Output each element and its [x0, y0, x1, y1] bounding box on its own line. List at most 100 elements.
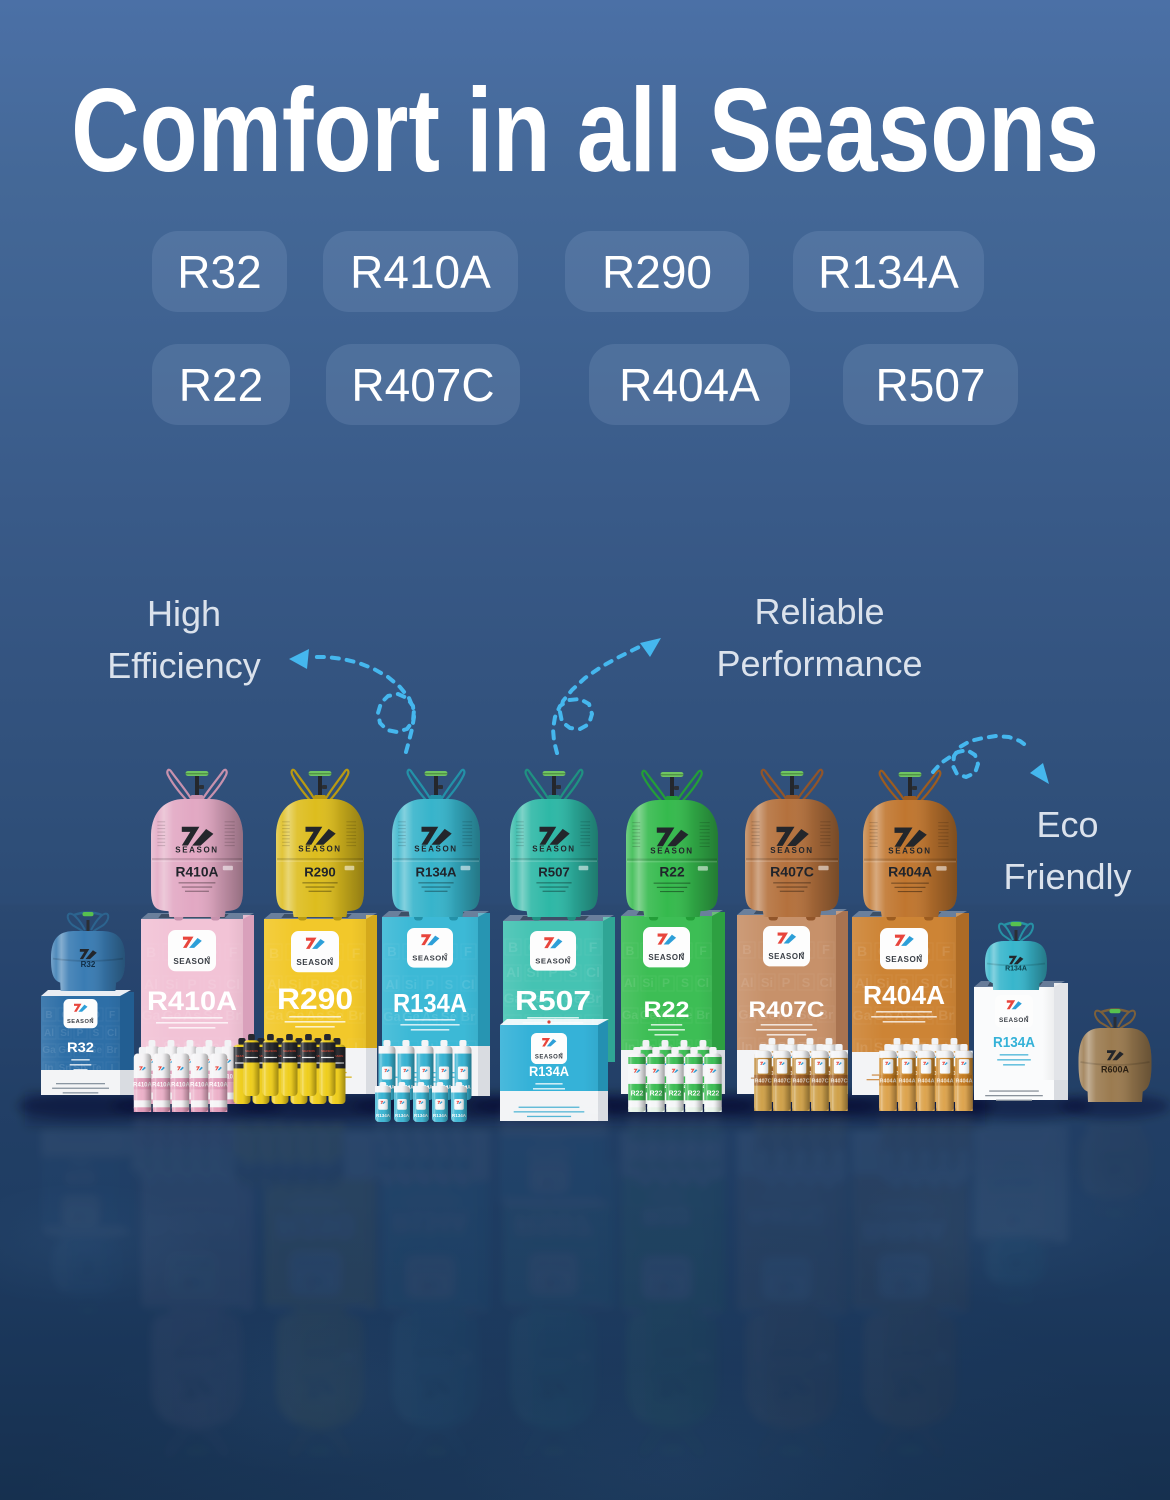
svg-text:Ge: Ge [524, 990, 543, 1006]
svg-text:P: P [548, 964, 557, 980]
svg-text:Cl: Cl [697, 976, 709, 990]
svg-text:Ga: Ga [383, 1009, 401, 1024]
svg-text:R410A: R410A [176, 864, 219, 879]
svg-text:SEASON: SEASON [67, 1019, 94, 1025]
svg-text:F: F [229, 944, 238, 960]
svg-text:Br: Br [461, 1009, 475, 1024]
svg-text:SEASON: SEASON [535, 1054, 563, 1060]
svg-text:S: S [93, 1028, 100, 1039]
svg-text:R134A: R134A [529, 1063, 569, 1079]
svg-text:R290: R290 [304, 864, 336, 879]
svg-text:Si: Si [761, 975, 773, 990]
svg-text:SEASON: SEASON [999, 1017, 1029, 1024]
svg-text:P: P [310, 976, 319, 992]
svg-text:Si: Si [876, 975, 889, 991]
svg-text:S: S [207, 976, 216, 992]
svg-text:Ge: Ge [58, 1045, 72, 1056]
svg-text:In: In [45, 1063, 54, 1074]
svg-text:F: F [464, 944, 472, 959]
svg-text:Si: Si [165, 976, 178, 992]
svg-text:As: As [306, 1007, 324, 1023]
svg-text:Ga: Ga [265, 1007, 284, 1023]
svg-text:Ga: Ga [142, 1007, 161, 1023]
svg-text:SEASON: SEASON [412, 953, 447, 962]
svg-text:Br: Br [225, 1007, 241, 1023]
svg-text:Se: Se [678, 1008, 693, 1022]
svg-text:Ga: Ga [738, 1007, 756, 1022]
svg-text:R134A: R134A [1005, 965, 1027, 972]
svg-text:Si: Si [60, 1028, 70, 1039]
svg-text:Cl: Cl [462, 977, 475, 992]
svg-text:F: F [352, 945, 361, 961]
svg-text:Cl: Cl [820, 975, 833, 990]
svg-text:B: B [387, 944, 396, 959]
svg-text:Ge: Ge [163, 1007, 182, 1023]
svg-text:R407C: R407C [749, 997, 825, 1022]
svg-text:Br: Br [585, 990, 601, 1006]
svg-text:In: In [741, 1039, 753, 1054]
svg-text:P: P [662, 976, 670, 990]
svg-text:Br: Br [819, 1007, 833, 1022]
svg-text:F: F [589, 939, 598, 955]
svg-text:R22: R22 [644, 997, 690, 1022]
svg-text:Br: Br [938, 1007, 954, 1023]
svg-text:Si: Si [405, 977, 417, 992]
svg-text:Si: Si [642, 976, 653, 990]
svg-text:Se: Se [326, 1007, 343, 1023]
svg-text:Sb: Sb [74, 1063, 87, 1074]
svg-text:As: As [658, 1008, 674, 1022]
svg-text:SEASON: SEASON [414, 845, 457, 854]
svg-text:As: As [544, 990, 562, 1006]
svg-text:SEASON: SEASON [296, 958, 333, 967]
svg-text:B: B [508, 939, 518, 955]
svg-text:B: B [857, 943, 867, 959]
svg-text:R410A: R410A [147, 986, 237, 1016]
svg-text:SEASON: SEASON [650, 846, 693, 855]
svg-text:R134A: R134A [393, 988, 467, 1018]
svg-text:In: In [856, 1039, 868, 1055]
svg-text:SEASON: SEASON [770, 846, 813, 855]
svg-text:F: F [699, 944, 706, 958]
svg-text:I: I [111, 1063, 114, 1074]
svg-text:SEASON: SEASON [173, 957, 210, 966]
svg-text:P: P [77, 1028, 84, 1039]
svg-text:Al: Al [506, 964, 520, 980]
svg-text:Al: Al [144, 976, 158, 992]
svg-text:B: B [269, 945, 279, 961]
svg-text:F: F [109, 1010, 115, 1021]
svg-text:Se: Se [564, 990, 581, 1006]
svg-text:As: As [778, 1007, 795, 1022]
svg-text:Se: Se [203, 1007, 220, 1023]
svg-text:Se: Se [798, 1007, 814, 1022]
svg-text:SEASON: SEASON [885, 955, 922, 964]
svg-text:Se: Se [90, 1045, 103, 1056]
svg-text:Ge: Ge [286, 1007, 305, 1023]
svg-text:R290: R290 [277, 983, 353, 1016]
svg-text:R134A: R134A [993, 1034, 1035, 1051]
svg-text:Al: Al [855, 975, 869, 991]
svg-text:I: I [354, 1039, 358, 1055]
svg-text:Al: Al [44, 1028, 54, 1039]
svg-text:S: S [802, 975, 811, 990]
svg-text:R404A: R404A [863, 980, 945, 1010]
svg-text:R407C: R407C [770, 863, 814, 879]
svg-text:F: F [822, 942, 830, 957]
svg-text:P: P [426, 977, 435, 992]
svg-text:Sn: Sn [59, 1063, 72, 1074]
svg-text:R32: R32 [67, 1039, 94, 1055]
svg-text:S: S [568, 964, 577, 980]
svg-text:In: In [625, 1040, 636, 1054]
svg-text:S: S [920, 975, 929, 991]
svg-text:B: B [146, 944, 156, 960]
svg-text:Si: Si [288, 976, 301, 992]
svg-text:Cl: Cl [939, 975, 953, 991]
svg-text:SEASON: SEASON [532, 845, 575, 854]
svg-text:B: B [626, 944, 635, 958]
svg-text:Br: Br [696, 1008, 710, 1022]
svg-text:Ga: Ga [622, 1008, 638, 1022]
svg-text:Te: Te [91, 1063, 102, 1074]
svg-text:Ga: Ga [42, 1045, 56, 1056]
svg-text:P: P [187, 976, 196, 992]
svg-text:Br: Br [348, 1007, 364, 1023]
svg-text:SEASON: SEASON [648, 953, 684, 962]
